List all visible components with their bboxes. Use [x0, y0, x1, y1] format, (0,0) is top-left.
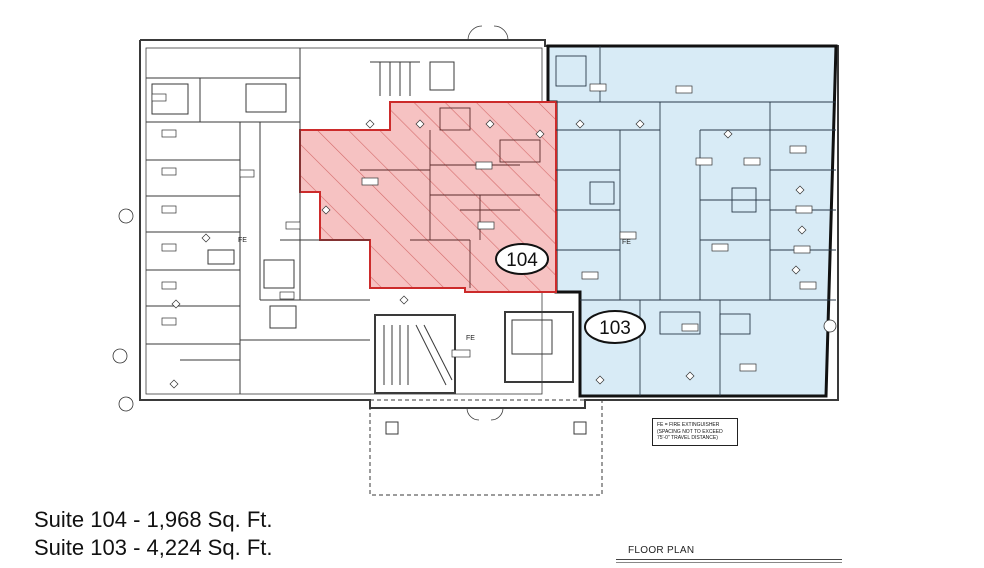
interior-walls-west	[146, 48, 370, 394]
entry-canopy	[369, 399, 603, 496]
interior-walls-suite-103	[555, 46, 836, 396]
fe-marker-east: FE	[622, 239, 631, 246]
suite-103-number: 103	[599, 318, 631, 339]
fe-markers: FE FE FE	[238, 237, 631, 342]
suite-103-area-label: Suite 103 - 4,224 Sq. Ft.	[34, 535, 273, 560]
door-markers	[169, 119, 807, 389]
door-swings	[466, 25, 509, 421]
fe-marker-core: FE	[466, 335, 475, 342]
suite-103-area[interactable]	[546, 44, 838, 398]
suite-104-area-label: Suite 104 - 1,968 Sq. Ft.	[34, 507, 273, 532]
column-markers	[112, 208, 837, 412]
suite-area-summary: Suite 104 - 1,968 Sq. Ft. Suite 103 - 4,…	[34, 506, 272, 562]
suite-104-number: 104	[506, 250, 538, 271]
room-tags	[151, 83, 817, 372]
plan-title: FLOOR PLAN	[628, 545, 695, 556]
legend-text: FE = FIRE EXTINGUISHER (SPACING NOT TO E…	[657, 422, 723, 441]
fe-marker-west: FE	[238, 237, 247, 244]
interior-walls-suite-104	[360, 107, 541, 288]
plan-title-rule	[616, 559, 842, 563]
fire-extinguisher-legend: FE = FIRE EXTINGUISHER (SPACING NOT TO E…	[652, 418, 738, 446]
planter-boxes	[385, 421, 587, 435]
suite-104-callout[interactable]: 104	[495, 243, 549, 275]
suite-103-callout[interactable]: 103	[584, 310, 646, 344]
stair-core	[370, 61, 574, 394]
